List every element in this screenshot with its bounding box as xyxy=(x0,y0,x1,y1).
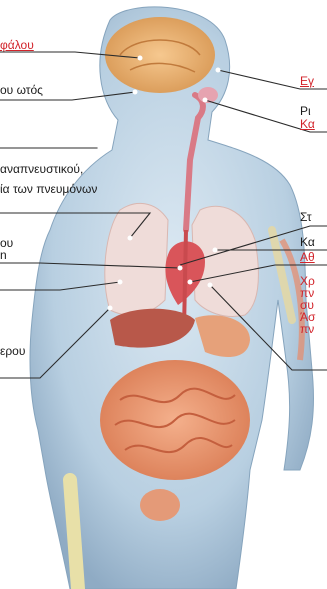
label-right-4: Κα xyxy=(300,236,315,249)
left-lung xyxy=(105,203,168,315)
femur xyxy=(70,480,78,589)
label-left-1: ου ωτός xyxy=(0,84,43,97)
label-left-0: φάλου xyxy=(0,39,34,52)
label-right-5: Αθ xyxy=(300,251,315,264)
bladder xyxy=(140,489,180,521)
brain xyxy=(105,17,215,93)
label-left-6: ερου xyxy=(0,345,25,358)
label-right-2: Κα xyxy=(300,118,315,131)
label-left-5: n xyxy=(0,249,7,262)
label-right-6: Χρ πν συ Άσ πν xyxy=(300,275,327,335)
label-left-2: αναπνευστικού, xyxy=(0,163,83,176)
label-right-3: Στ xyxy=(300,211,312,224)
label-left-3: ία των πνευμόνων xyxy=(0,183,97,196)
label-right-0: Εγ xyxy=(300,75,314,88)
